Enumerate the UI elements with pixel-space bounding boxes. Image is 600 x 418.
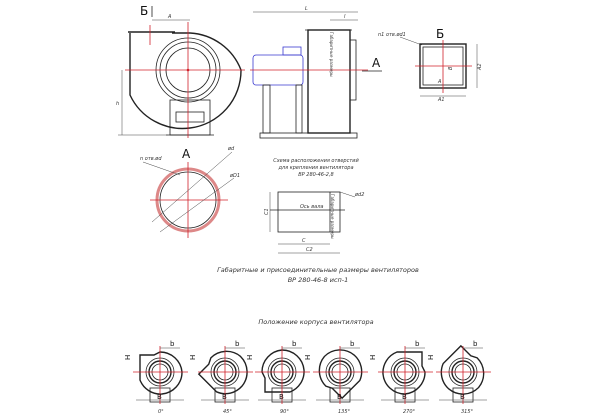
dim-a-inner-label: A: [437, 79, 442, 85]
dim-B-label: B: [402, 393, 407, 401]
dim-B-label: B: [460, 393, 465, 401]
dim-L-label: L: [305, 6, 308, 12]
caption-line-1: Габаритные и присоединительные размеры в…: [217, 266, 419, 274]
dim-c2-label: C2: [306, 247, 313, 253]
position-view-4: BbH 270°: [369, 340, 433, 415]
hole-dia-label: ød2: [354, 192, 364, 198]
dim-B-label: B: [337, 393, 342, 401]
scheme-title-3: ВР 280-46-2,8: [298, 172, 334, 178]
dim-H-label: H: [189, 355, 197, 360]
scheme-title-2: для крепления вентилятора: [277, 165, 353, 171]
scheme-title-1: Схема расположения отверстий: [273, 158, 359, 164]
side-view: Габаритные размеры L l A: [250, 6, 382, 139]
dim-b-label: b: [292, 340, 297, 348]
inlet-holes-label: n отв.ød: [140, 156, 162, 162]
dim-b-label: B: [448, 66, 454, 70]
dim-B-label: B: [222, 393, 227, 401]
angle-label: 135°: [338, 409, 351, 415]
dim-B-label: B: [157, 393, 162, 401]
positions-title: Положение корпуса вентилятора: [258, 318, 373, 326]
position-view-3: BbH 135°: [304, 340, 368, 415]
angle-label: 270°: [403, 409, 416, 415]
dim-H-label: H: [246, 355, 254, 360]
angle-label: 90°: [280, 409, 289, 415]
dim-b-label: b: [473, 340, 478, 348]
position-view-0: BbH 0°: [124, 340, 188, 415]
dia-d1-label: øD1: [229, 173, 240, 179]
dim-H-label: H: [369, 355, 377, 360]
dim-b-label: b: [235, 340, 240, 348]
side-nameplate: Габаритные размеры: [329, 32, 334, 77]
front-view: A h Б: [116, 4, 245, 138]
dim-a2-label: A2: [477, 63, 483, 71]
caption-line-2: ВР 280-46-8 исп-1: [288, 276, 349, 284]
position-view-5: BbH 315°: [427, 340, 491, 415]
position-view-1: BbH 45°: [189, 340, 253, 415]
angle-label: 45°: [223, 409, 232, 415]
view-a-arrow-label: A: [372, 56, 381, 70]
position-view-2: BbH 90°: [246, 340, 310, 415]
angle-label: 315°: [461, 409, 474, 415]
dim-b-label: b: [350, 340, 355, 348]
scheme-nameplate: Габаритные размеры: [330, 194, 335, 239]
positions-row: BbH 0° BbH 45° BbH 90° BbH 135° BbH 270° BbH 315°: [124, 340, 491, 415]
dim-b-label: b: [415, 340, 420, 348]
outlet-holes-label: n1 отв.ød1: [378, 32, 406, 38]
view-b-label: Б: [140, 4, 148, 18]
dim-a-label: A: [167, 14, 172, 20]
angle-label: 0°: [158, 409, 164, 415]
dim-l-label: l: [344, 14, 346, 20]
inlet-view: A n отв.ød ød øD1: [140, 146, 240, 238]
dim-H-label: H: [427, 355, 435, 360]
dim-c1-label: C1: [264, 208, 270, 215]
dia-d-label: ød: [227, 146, 235, 152]
dim-h-label: h: [116, 101, 119, 107]
dim-B-label: B: [279, 393, 284, 401]
dim-c-label: C: [302, 238, 306, 244]
dim-H-label: H: [124, 355, 132, 360]
hole-scheme: Схема расположения отверстий для креплен…: [264, 158, 364, 254]
outlet-title: Б: [436, 27, 444, 41]
shaft-axis-label: Ось вала: [300, 204, 324, 210]
dim-b-label: b: [170, 340, 175, 348]
inlet-title: A: [182, 147, 191, 161]
outlet-view: Б n1 отв.ød1 A1 A2 B A: [378, 27, 483, 103]
dim-a1-label: A1: [437, 97, 445, 103]
dim-H-label: H: [304, 355, 312, 360]
